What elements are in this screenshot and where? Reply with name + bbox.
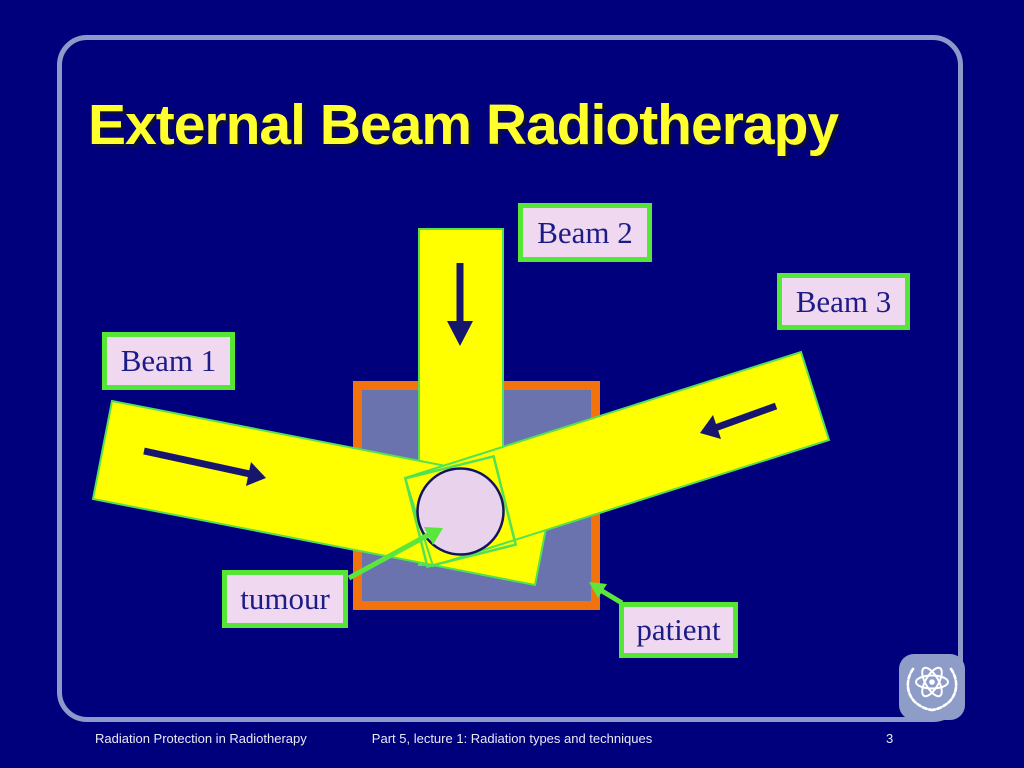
label-tumour-text: tumour <box>240 581 330 616</box>
slide-border-frame <box>57 35 963 722</box>
label-beam-3: Beam 3 <box>777 273 910 330</box>
iaea-atom-icon <box>906 666 958 712</box>
footer-course-title: Radiation Protection in Radiotherapy <box>95 731 307 746</box>
beam-1-direction-arrow-icon <box>143 447 266 486</box>
patient-pointer-arrow-icon <box>589 582 624 606</box>
label-patient-text: patient <box>636 612 721 647</box>
label-patient: patient <box>619 602 738 658</box>
slide-title: External Beam Radiotherapy <box>88 93 839 157</box>
label-tumour: tumour <box>222 570 348 628</box>
beam-overlap-outline <box>403 454 518 569</box>
label-beam-1: Beam 1 <box>102 332 235 390</box>
iaea-logo <box>899 654 965 720</box>
label-beam-2-text: Beam 2 <box>537 214 633 250</box>
tumour-pointer-arrow-icon <box>347 527 443 581</box>
label-beam-3-text: Beam 3 <box>795 283 892 319</box>
slide-page-number: 3 <box>886 731 894 746</box>
footer-lecture-title: Part 5, lecture 1: Radiation types and t… <box>371 731 653 746</box>
label-beam-2: Beam 2 <box>518 203 652 262</box>
beam-2-direction-arrow-icon <box>447 263 473 346</box>
tumour-circle <box>416 467 505 556</box>
slide-footer: Radiation Protection in Radiotherapy Par… <box>0 729 1024 753</box>
beam-3-direction-arrow-icon <box>700 402 778 439</box>
label-beam-1-text: Beam 1 <box>120 343 217 378</box>
